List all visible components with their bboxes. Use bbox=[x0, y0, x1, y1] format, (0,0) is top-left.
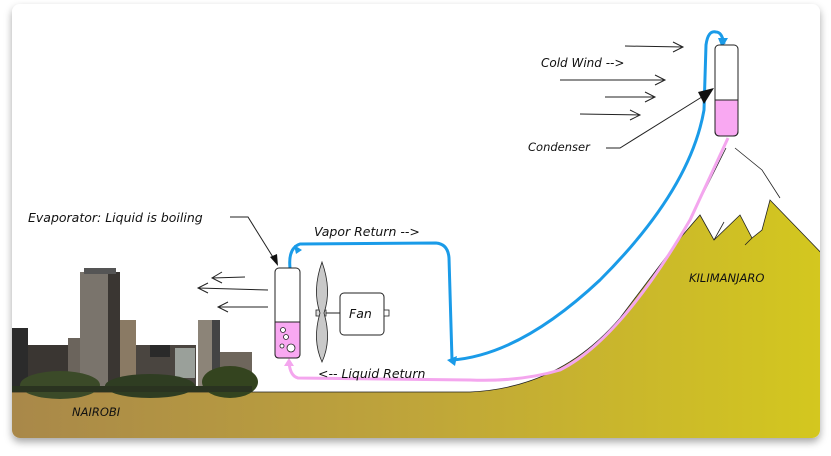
cold-wind-label: Cold Wind --> bbox=[541, 56, 624, 70]
vapor-return-label: Vapor Return --> bbox=[314, 224, 420, 239]
liquid-return-label: <-- Liquid Return bbox=[318, 366, 425, 381]
ground-mountain bbox=[12, 199, 820, 438]
condenser-label: Condenser bbox=[528, 140, 591, 154]
cold-wind-arrows bbox=[560, 41, 685, 121]
nairobi-label: NAIROBI bbox=[72, 405, 121, 419]
evaporator-pointer bbox=[230, 216, 277, 263]
nairobi-skyline bbox=[12, 268, 258, 399]
liquid-return-line bbox=[287, 137, 730, 382]
evaporator-tube bbox=[274, 267, 301, 359]
liquid-arrowhead bbox=[284, 358, 294, 366]
evaporator-pointer-head bbox=[270, 254, 278, 266]
kilimanjaro-label: KILIMANJARO bbox=[689, 271, 764, 285]
condenser-tube bbox=[714, 44, 739, 137]
vapor-return-line bbox=[288, 30, 726, 362]
warm-air-arrows bbox=[196, 271, 269, 313]
condenser-pointer-head bbox=[698, 88, 714, 104]
fan-label: Fan bbox=[349, 306, 372, 321]
fan bbox=[315, 260, 390, 363]
evaporator-label: Evaporator: Liquid is boiling bbox=[28, 210, 203, 225]
condenser-pointer bbox=[606, 94, 706, 149]
